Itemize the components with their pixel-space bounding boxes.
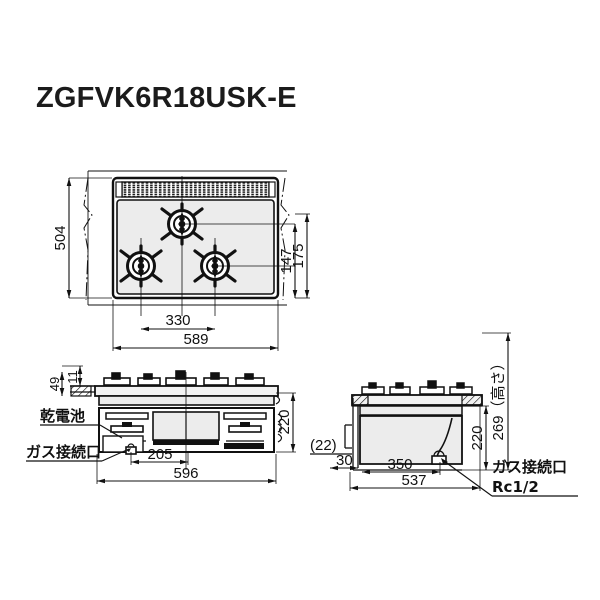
dim-offset-147: 147 xyxy=(278,224,298,298)
side-body xyxy=(359,405,463,416)
dim-depth-537: 537 xyxy=(349,406,481,491)
gas-port-label-side: ガス接続口 xyxy=(492,458,567,476)
dim-gas-offset-205-text: 205 xyxy=(147,446,172,463)
side-left-flange-hatch xyxy=(351,394,369,407)
dim-offset-30: 30 xyxy=(330,452,358,471)
dim-spacing-330-text: 330 xyxy=(165,312,190,329)
gas-thread-label: Rc1/2 xyxy=(492,478,539,496)
battery-label: 乾電池 xyxy=(40,407,85,425)
front-left-flange-hatch xyxy=(70,385,92,397)
top-view: 504 147 175 330 xyxy=(52,170,310,351)
dim-spacing-330: 330 xyxy=(141,312,215,332)
top-view-reference-box xyxy=(87,170,287,306)
dim-offset-175-text: 175 xyxy=(290,243,307,268)
dim-front-width-596: 596 xyxy=(96,454,277,484)
gas-port-callout-front: ガス接続口 xyxy=(26,443,131,462)
dim-clearance-22-text: (22) xyxy=(310,437,337,454)
front-right-knob-panel[interactable] xyxy=(223,412,267,442)
cooking-surface xyxy=(116,199,275,295)
top-view-centerlines xyxy=(140,176,295,316)
dim-flange-49: 49 xyxy=(47,372,65,396)
front-view: 49 11 220 205 xyxy=(26,365,296,484)
dim-lip-11-text: 11 xyxy=(65,370,80,384)
side-burner-hardware xyxy=(361,380,473,395)
battery-box xyxy=(102,435,144,453)
gas-port-label-front: ガス接続口 xyxy=(26,443,101,461)
grill-vent-grille xyxy=(121,181,270,198)
dim-front-width-596-text: 596 xyxy=(173,465,198,482)
dim-depth-350-text: 350 xyxy=(387,456,412,473)
dim-side-height-220-text: 220 xyxy=(469,425,486,450)
side-right-flange-hatch xyxy=(461,394,483,407)
front-indicator-strip xyxy=(224,443,264,449)
dim-flange-49-text: 49 xyxy=(47,377,62,391)
side-view: 269（高さ） 220 (22) 30 350 xyxy=(310,332,578,497)
dim-side-height-220: 220 xyxy=(464,405,489,470)
dim-total-height-269-text: 269（高さ） xyxy=(490,355,507,440)
dim-offset-175: 175 xyxy=(290,213,310,299)
break-line-right xyxy=(280,177,290,301)
front-body xyxy=(98,395,275,406)
dim-lip-11: 11 xyxy=(62,365,83,386)
front-cooktop-plate xyxy=(94,385,279,397)
dim-depth-504-text: 504 xyxy=(52,225,69,250)
grill-vent-right-cap xyxy=(268,181,276,198)
dim-front-height-220-text: 220 xyxy=(276,409,293,434)
break-line-left xyxy=(83,177,93,301)
dim-depth-350: 350 xyxy=(362,456,441,475)
page-title: ZGFVK6R18USK-E xyxy=(36,82,297,114)
gas-port-callout-side: ガス接続口 Rc1/2 xyxy=(441,458,578,497)
grill-vent-left-cap xyxy=(115,181,123,198)
dim-gas-offset-205: 205 xyxy=(130,446,189,465)
side-left-wall xyxy=(344,398,359,470)
dim-width-589-text: 589 xyxy=(183,331,208,348)
dim-width-589: 589 xyxy=(112,300,279,351)
side-gas-port xyxy=(431,450,447,465)
dim-offset-147-text: 147 xyxy=(278,248,295,273)
dim-depth-537-text: 537 xyxy=(401,472,426,489)
dim-offset-30-text: 30 xyxy=(336,452,353,469)
dim-clearance-22: (22) xyxy=(310,437,352,455)
dim-front-height-220: 220 xyxy=(276,392,296,453)
battery-callout: 乾電池 xyxy=(40,407,123,439)
front-burner-hardware xyxy=(103,370,265,386)
front-right-break xyxy=(275,395,283,443)
dim-depth-504: 504 xyxy=(52,177,112,299)
